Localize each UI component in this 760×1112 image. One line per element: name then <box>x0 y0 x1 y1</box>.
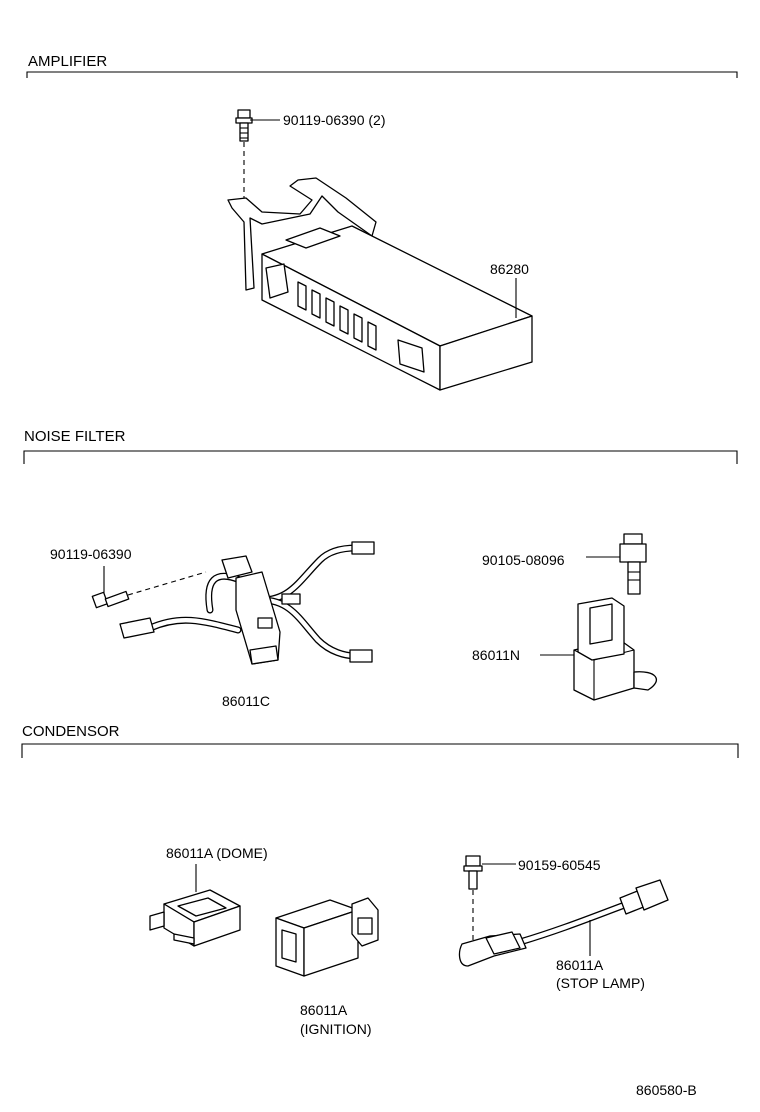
section-noise-filter: NOISE FILTER <box>23 428 738 464</box>
nf-n-bolt <box>586 533 647 595</box>
label-90105-08096: 90105-08096 <box>482 552 565 568</box>
nf-bolt <box>91 566 207 609</box>
section-amplifier: AMPLIFIER <box>26 53 738 78</box>
label-ignition: (IGNITION) <box>300 1021 372 1037</box>
stop-lamp-bolt <box>463 855 516 942</box>
section-bracket-noise-filter <box>23 450 738 464</box>
label-stop-lamp: (STOP LAMP) <box>556 975 645 991</box>
label-86280: 86280 <box>490 261 529 277</box>
figure-id: 860580-B <box>636 1082 697 1098</box>
section-condensor: CONDENSOR <box>21 723 739 758</box>
section-bracket-amplifier <box>26 71 738 78</box>
label-90119-06390-2: 90119-06390 (2) <box>283 112 385 128</box>
section-title-condensor: CONDENSOR <box>22 723 120 740</box>
label-90119-06390: 90119-06390 <box>50 546 132 562</box>
amp-bolt <box>235 109 280 205</box>
condensor-ignition <box>275 897 379 977</box>
label-86011A-dome: 86011A (DOME) <box>166 845 268 861</box>
label-86011N: 86011N <box>472 647 520 663</box>
label-90159-60545: 90159-60545 <box>518 857 601 873</box>
label-86011A-stop-lamp: 86011A <box>556 957 604 973</box>
amplifier-unit <box>227 177 533 391</box>
label-86011C: 86011C <box>222 693 270 709</box>
label-86011A-ignition: 86011A <box>300 1002 348 1018</box>
noise-filter-c <box>119 541 375 665</box>
condensor-dome <box>149 864 241 947</box>
section-title-amplifier: AMPLIFIER <box>28 53 107 70</box>
section-bracket-condensor <box>21 743 739 758</box>
section-title-noise-filter: NOISE FILTER <box>24 428 126 445</box>
noise-filter-n <box>540 597 658 701</box>
condensor-stop-lamp <box>458 879 669 967</box>
